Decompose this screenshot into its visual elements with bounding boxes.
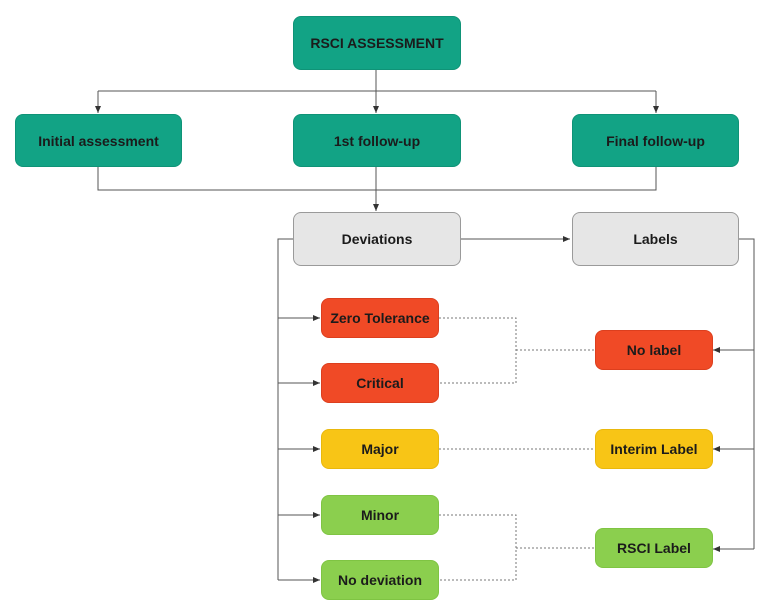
label-type-text: RSCI Label	[617, 540, 691, 556]
stages-merge-line	[97, 167, 657, 191]
root-label: RSCI ASSESSMENT	[310, 35, 444, 51]
deviation-critical: Critical	[321, 363, 439, 403]
stage-initial-assessment: Initial assessment	[15, 114, 182, 167]
dotted-green-to-rsci	[439, 514, 595, 581]
deviation-label: No deviation	[337, 572, 422, 588]
deviation-label: Critical	[356, 375, 404, 391]
deviation-zero-tolerance: Zero Tolerance	[321, 298, 439, 338]
deviations-node: Deviations	[293, 212, 461, 266]
label-type-text: Interim Label	[610, 441, 698, 457]
label-type-text: No label	[626, 342, 682, 358]
stage-label: Final follow-up	[606, 132, 705, 149]
deviation-label: Major	[361, 441, 399, 457]
dotted-red-to-no-label	[439, 317, 595, 384]
labels-node: Labels	[572, 212, 739, 266]
label-rsci-label: RSCI Label	[595, 528, 713, 568]
label-no-label: No label	[595, 330, 713, 370]
deviation-label: Minor	[360, 507, 400, 523]
root-to-stages-line	[98, 70, 656, 110]
labels-label: Labels	[633, 231, 678, 247]
deviations-label: Deviations	[341, 231, 413, 247]
root-node: RSCI ASSESSMENT	[293, 16, 461, 70]
stage-label: Initial assessment	[38, 132, 159, 149]
deviation-label: Zero Tolerance	[330, 310, 430, 326]
stage-first-followup: 1st follow-up	[293, 114, 461, 167]
label-interim-label: Interim Label	[595, 429, 713, 469]
deviation-no-deviation: No deviation	[321, 560, 439, 600]
deviations-spine	[277, 238, 293, 580]
stage-final-followup: Final follow-up	[572, 114, 739, 167]
deviation-minor: Minor	[321, 495, 439, 535]
stage-label: 1st follow-up	[333, 132, 421, 149]
labels-spine	[739, 238, 755, 549]
deviation-major: Major	[321, 429, 439, 469]
